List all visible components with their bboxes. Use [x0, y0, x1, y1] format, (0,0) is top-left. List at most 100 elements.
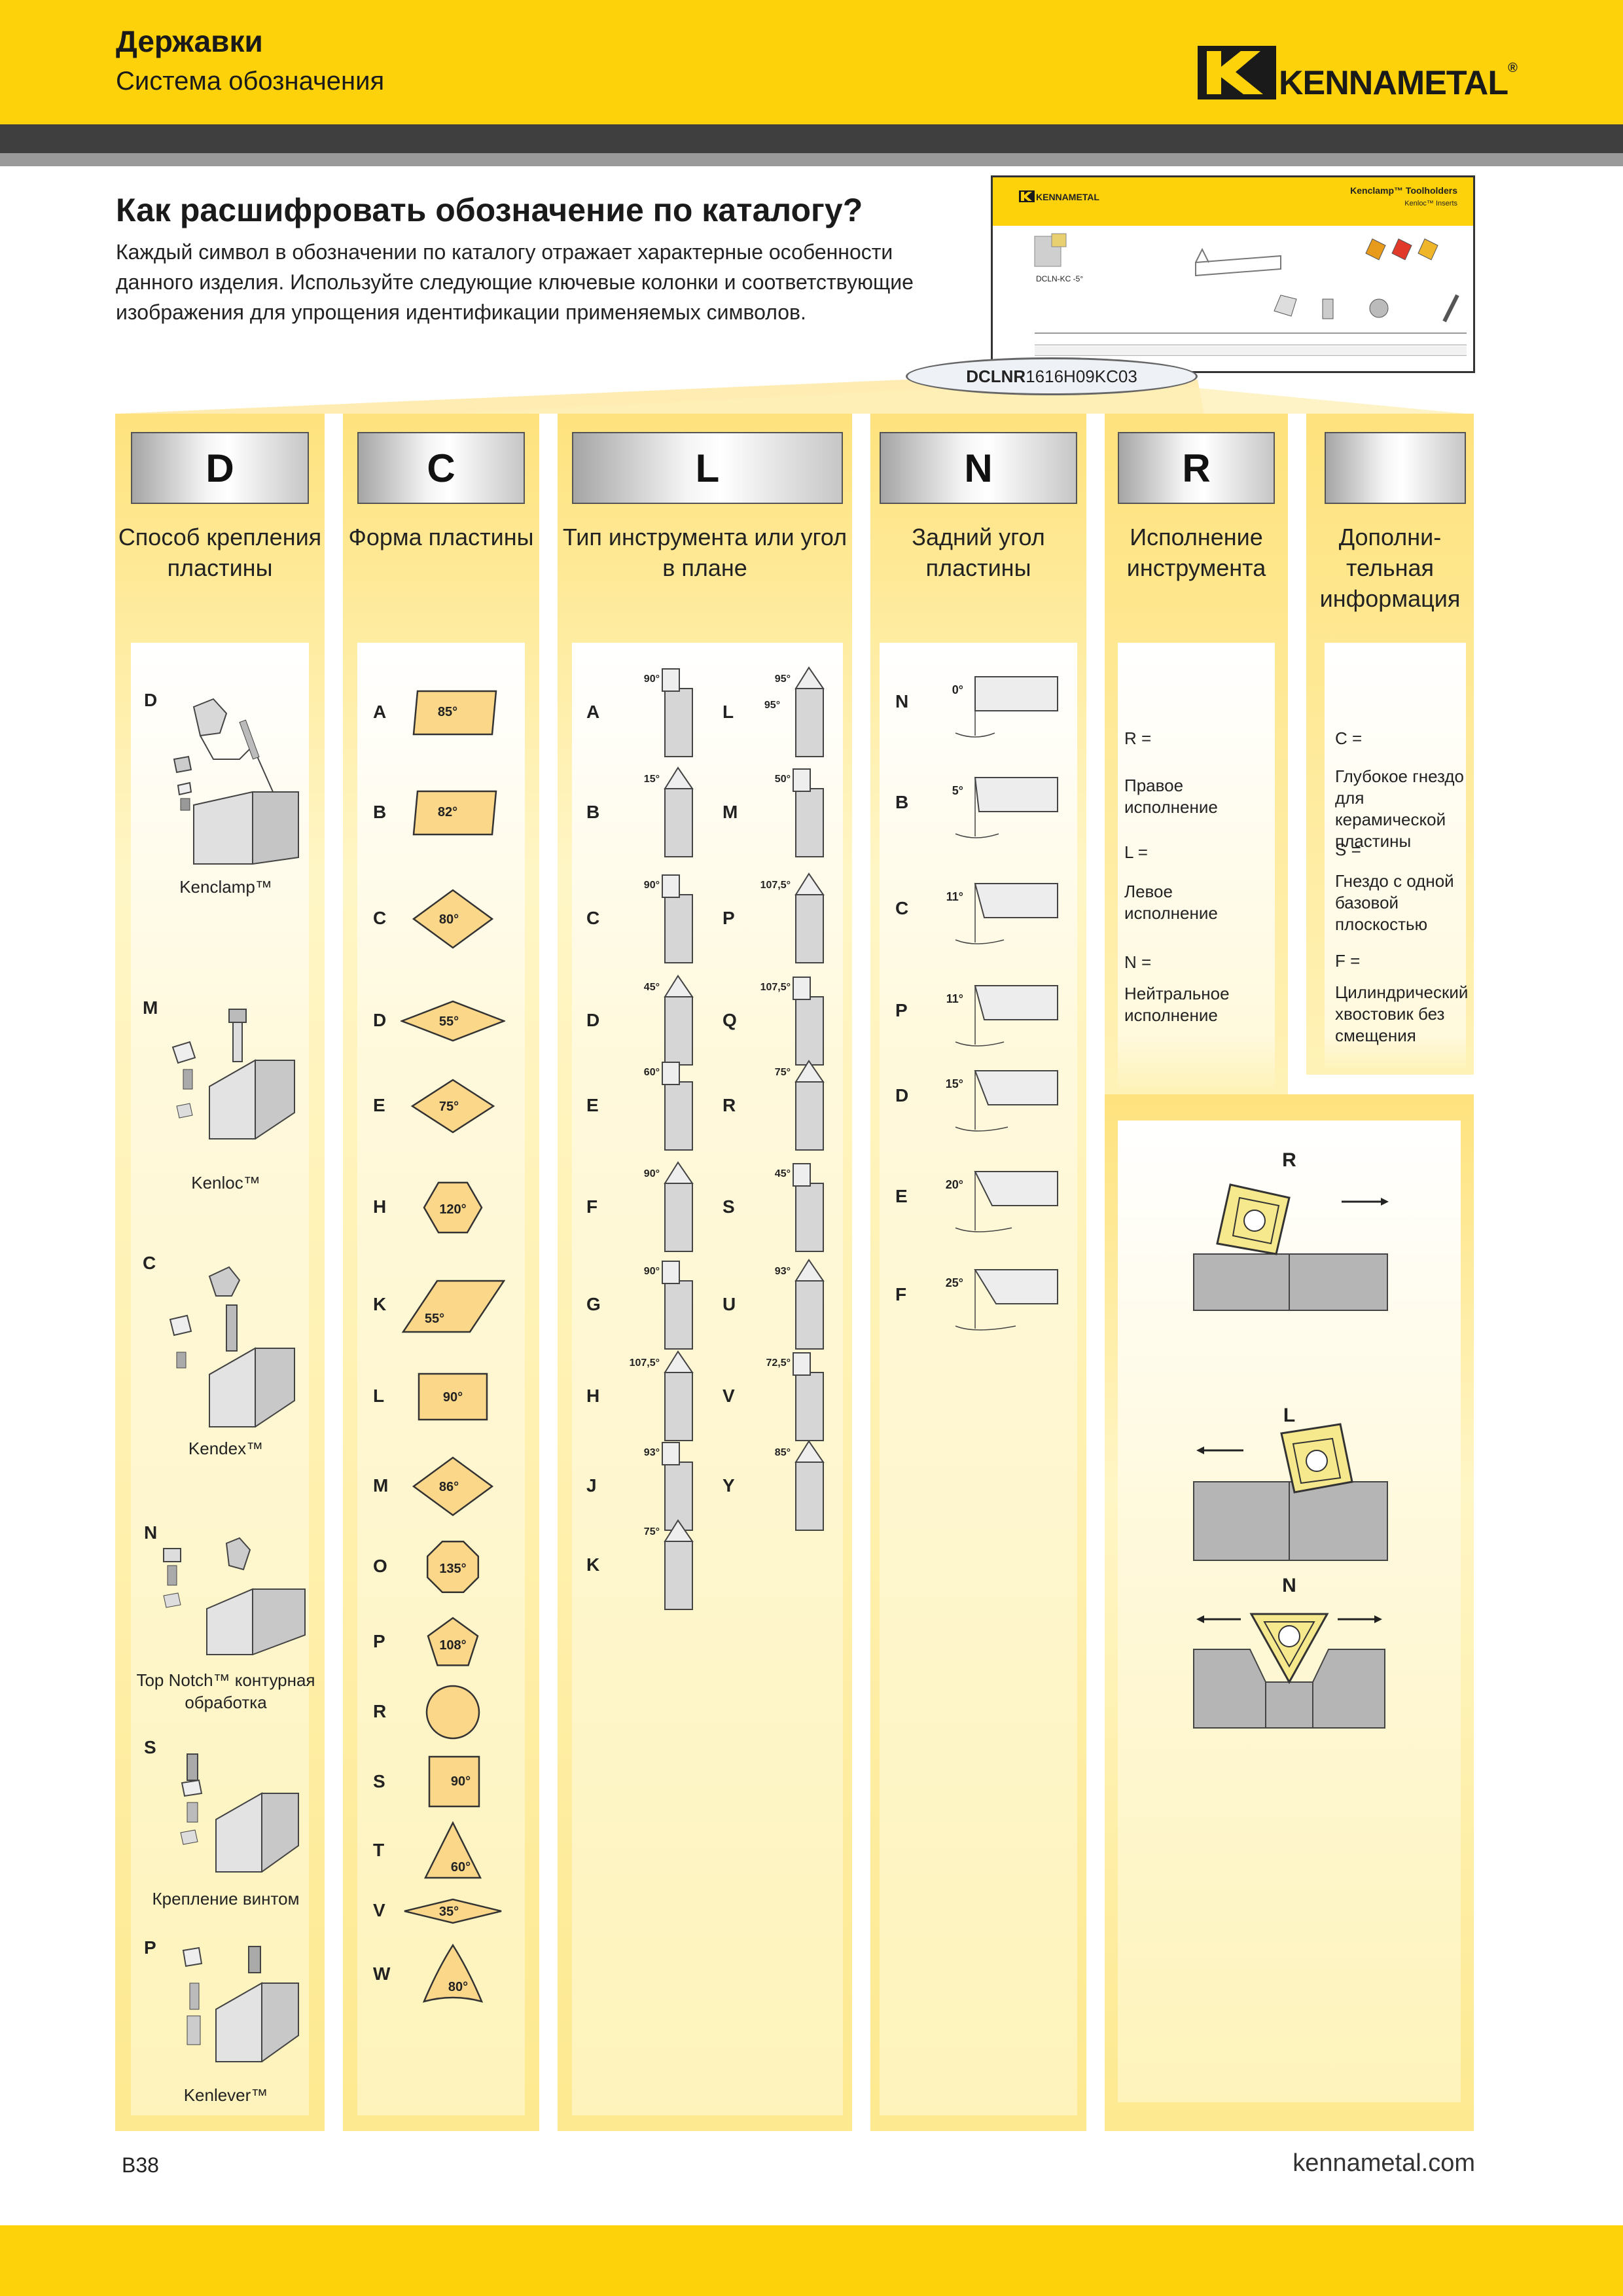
insert-code-b: B [373, 802, 387, 822]
svg-text:86°: 86° [439, 1480, 459, 1494]
preview-logo-icon [1019, 190, 1035, 202]
column-label-clearance: Задний угол пластины [912, 524, 1045, 581]
intro-body: Каждый символ в обозначении по каталогу … [116, 240, 914, 324]
tool-code-c: C [586, 908, 600, 928]
clearance-e-icon: 20° [946, 1171, 1058, 1232]
insert-shape-v-icon: 35° [404, 1898, 502, 1924]
svg-text:95°: 95° [764, 700, 780, 711]
tool-code-r-m: M [722, 802, 738, 822]
tool-code-r-q: Q [722, 1010, 737, 1030]
tool-style-e-icon: 60° [644, 1062, 693, 1151]
tool-code-g: G [586, 1294, 601, 1314]
tool-style-k-icon: 75° [644, 1519, 694, 1610]
tool-code-r-y: Y [722, 1475, 735, 1496]
svg-text:R: R [1282, 1149, 1296, 1171]
svg-text:60°: 60° [644, 1067, 660, 1078]
svg-text:93°: 93° [644, 1447, 660, 1458]
svg-text:60°: 60° [451, 1860, 471, 1874]
header-dark-stripe [0, 124, 1623, 153]
left-hand-diagram: L [1193, 1405, 1388, 1561]
insert-shape-r-icon [425, 1685, 480, 1740]
insert-shape-b-icon: 82° [412, 790, 497, 836]
tool-style-r-y-icon: 85° [775, 1440, 825, 1531]
clearance-n-icon: 0° [952, 676, 1058, 738]
svg-text:75°: 75° [775, 1067, 791, 1078]
svg-text:107,5°: 107,5° [760, 982, 791, 993]
clamp-name-kenlever: Kenlever™ [183, 2085, 268, 2105]
svg-text:107,5°: 107,5° [630, 1357, 660, 1369]
insert-code-p: P [373, 1631, 385, 1651]
svg-text:85°: 85° [438, 705, 457, 719]
svg-text:85°: 85° [775, 1447, 791, 1458]
preview-insert-icons [1365, 238, 1438, 260]
column-hand: R Исполнение инструмента [1105, 414, 1288, 1094]
svg-text:135°: 135° [439, 1562, 466, 1576]
hand-diagram-column [1105, 1094, 1474, 2131]
svg-text:11°: 11° [946, 992, 963, 1005]
tool-style-r-p-icon: 107,5° [760, 872, 825, 963]
tool-code-e: E [586, 1095, 599, 1115]
kendex-drawing [169, 1266, 295, 1427]
svg-text:20°: 20° [946, 1178, 963, 1191]
column-label-extra: Дополни- тельная информация [1319, 524, 1461, 612]
svg-text:55°: 55° [425, 1312, 444, 1326]
kenlever-drawing [182, 1946, 299, 2062]
insert-shape-c-icon: 80° [412, 889, 494, 949]
svg-text:90°: 90° [443, 1390, 463, 1405]
tool-code-r-u: U [722, 1294, 736, 1314]
kennametal-logo[interactable]: KENNAMETAL ® [1198, 43, 1518, 100]
code-rest-part: 1616H09KC03 [1026, 366, 1137, 386]
hand-code-n: N = [1124, 952, 1152, 972]
website-link[interactable]: kennametal.com [1293, 2149, 1475, 2177]
column-label-insert-shape: Форма пластины [348, 524, 534, 550]
insert-code-a: A [373, 702, 387, 722]
clearance-c-icon: 11° [946, 883, 1058, 944]
right-hand-diagram: R [1193, 1149, 1389, 1311]
svg-text:75°: 75° [439, 1100, 459, 1114]
intro-heading: Как расшифровать обозначение по каталогу… [116, 192, 863, 228]
hand-text-l: Левое исполнение [1124, 882, 1218, 923]
clearance-p-icon: 11° [946, 985, 1058, 1047]
column-letter-c: C [357, 432, 525, 504]
hand-text-r: Правое исполнение [1124, 776, 1218, 817]
svg-text:90°: 90° [451, 1774, 471, 1789]
tool-style-d-icon: 45° [644, 975, 694, 1066]
code-bold-part: DCLNR [966, 366, 1026, 386]
column-label-clamping: Способ крепления пластины [118, 524, 322, 581]
insert-code-m: M [373, 1475, 389, 1496]
tool-code-f: F [586, 1196, 598, 1217]
tool-style-r-m-icon: 50° [775, 768, 824, 857]
clearance-f-icon: 25° [946, 1269, 1058, 1331]
clearance-code-b: B [895, 792, 909, 812]
tool-code-j: J [586, 1475, 597, 1496]
clamp-code-p: P [144, 1937, 156, 1958]
clamp-name-kendex: Kendex™ [188, 1439, 264, 1458]
clamp-name-top-notch: Top Notch™ контурная обработка [136, 1670, 315, 1712]
page-number: B38 [122, 2153, 159, 2177]
tool-code-k: K [586, 1554, 600, 1575]
clamp-code-d: D [144, 690, 158, 710]
extra-text-f: Цилиндрический хвостовик без смещения [1335, 982, 1469, 1045]
tool-style-h-icon: 107,5° [630, 1350, 694, 1441]
clearance-code-p: P [895, 1000, 908, 1020]
svg-text:45°: 45° [775, 1168, 791, 1179]
preview-subtitle: Kenloc™ Inserts [1404, 200, 1457, 207]
kenclamp-drawing [173, 698, 299, 865]
tool-style-r-s-icon: 45° [775, 1163, 824, 1252]
column-letter-n: N [880, 432, 1077, 504]
preview-product-photo [1034, 233, 1067, 267]
svg-text:50°: 50° [775, 774, 791, 785]
column-extra-info: Дополни- тельная информация [1306, 414, 1474, 1075]
insert-code-t: T [373, 1840, 385, 1860]
header-band: Державки Система обозначения KENNAMETAL … [0, 0, 1623, 124]
insert-code-s: S [373, 1771, 385, 1791]
column-letter-blank [1325, 432, 1466, 504]
extra-text-c: Глубокое гнездо для керамической пластин… [1335, 766, 1464, 851]
extra-code-f: F = [1335, 951, 1361, 971]
tool-style-b-icon: 15° [644, 766, 694, 857]
tool-code-d: D [586, 1010, 600, 1030]
insert-code-h: H [373, 1196, 387, 1217]
footer-band [0, 2225, 1623, 2296]
insert-shape-k-icon: 55° [401, 1280, 505, 1333]
svg-text:35°: 35° [439, 1905, 459, 1919]
